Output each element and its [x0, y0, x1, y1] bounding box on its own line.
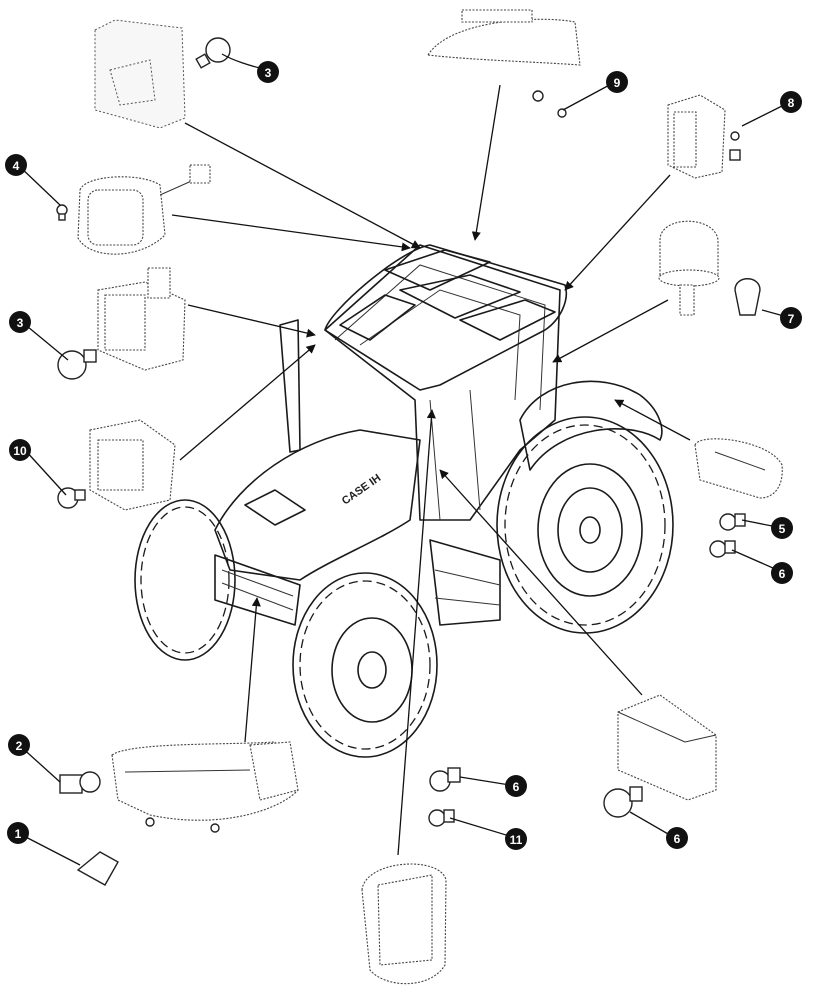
callout-label: 3 [265, 66, 272, 80]
cab [324, 244, 561, 521]
callout-label: 2 [16, 739, 23, 753]
callout-9: 9 [606, 71, 628, 93]
rear-box-lamp [617, 694, 717, 801]
rear-fender [519, 380, 663, 471]
hood-brand: CASE IH [340, 472, 383, 507]
work-lamp-top-left [94, 19, 186, 129]
bulb-6-right [709, 540, 736, 558]
bulb-3-top [195, 37, 231, 69]
tractor: CASE IH [134, 244, 674, 758]
callout-label: 11 [510, 833, 523, 847]
callout-6-right: 6 [771, 562, 793, 584]
callout-label: 5 [779, 522, 786, 536]
callout-label: 6 [779, 567, 786, 581]
bulb-8 [729, 131, 741, 161]
steps [429, 539, 501, 626]
callout-6-rear: 6 [666, 827, 688, 849]
bulb-10 [57, 487, 86, 509]
bulb-5 [719, 513, 746, 531]
bulb-7 [734, 278, 761, 316]
callout-label: 10 [13, 444, 27, 458]
callout-10: 10 [9, 439, 31, 461]
bulb-11 [428, 809, 455, 827]
callout-1: 1 [7, 822, 29, 844]
callout-8: 8 [780, 91, 802, 113]
callout-label: 4 [13, 159, 20, 173]
marker-light-8 [667, 94, 726, 179]
bulb-4 [56, 204, 68, 221]
rotating-beacon [658, 220, 720, 316]
callout-4: 4 [5, 154, 27, 176]
work-lamp-4 [77, 164, 211, 255]
callout-3-lower: 3 [9, 311, 31, 333]
callout-label: 3 [17, 316, 24, 330]
callout-label: 9 [614, 76, 621, 90]
callout-6-center: 6 [505, 775, 527, 797]
bulb-6-center [429, 767, 461, 792]
callout-label: 7 [788, 312, 795, 326]
callout-11: 11 [505, 828, 527, 850]
callout-label: 8 [788, 96, 795, 110]
callout-label: 6 [513, 780, 520, 794]
callout-2: 2 [8, 734, 30, 756]
callout-label: 6 [674, 832, 681, 846]
bulb-3-lower [57, 349, 97, 380]
bulb-6-rear [603, 786, 643, 818]
callout-7: 7 [780, 307, 802, 329]
front-right-wheel [292, 572, 438, 758]
headlamp [111, 741, 299, 833]
cab-roof [324, 244, 567, 391]
bulb-1 [76, 851, 119, 886]
callout-5: 5 [771, 517, 793, 539]
work-lamp-3-lower [97, 267, 186, 371]
front-grille [214, 554, 301, 626]
callout-label: 1 [15, 827, 22, 841]
roof-light-lens [427, 9, 581, 66]
callout-3-top: 3 [257, 61, 279, 83]
front-left-wheel [134, 499, 236, 661]
bulb-9 [532, 90, 567, 118]
side-lamp-bottom [361, 863, 447, 985]
rear-wheel [496, 416, 674, 634]
rear-lamp-right [694, 438, 783, 499]
mirror [279, 319, 301, 453]
bulb-2 [59, 771, 101, 794]
work-lamp-10 [89, 419, 176, 511]
hood: CASE IH [214, 429, 421, 581]
